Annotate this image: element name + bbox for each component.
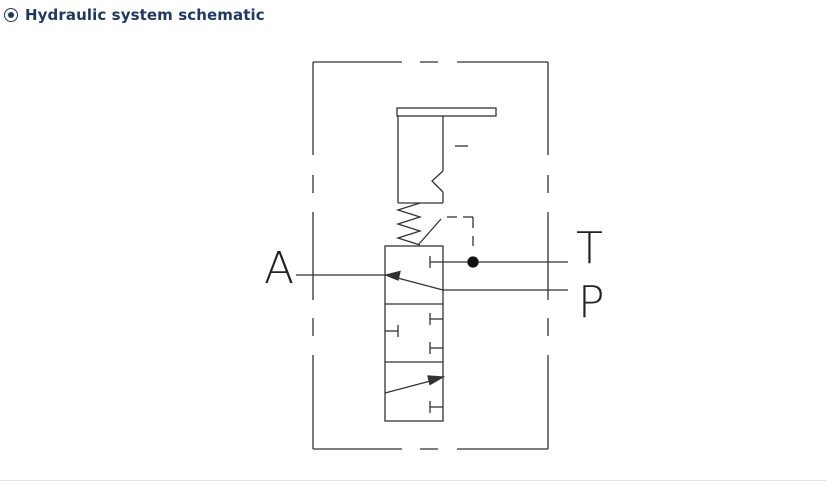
return-spring: [395, 202, 423, 246]
heading-title: Hydraulic system schematic: [25, 6, 265, 24]
bottom-divider: [0, 480, 826, 481]
radio-selected-icon[interactable]: [4, 8, 18, 22]
port-label-a: A: [264, 243, 294, 294]
solenoid-actuator: [396, 107, 497, 204]
section-heading: Hydraulic system schematic: [4, 5, 265, 25]
port-label-t: T: [576, 223, 603, 274]
valve-position-2: [385, 313, 443, 354]
valve-position-1: [383, 256, 444, 291]
junction-dot: [467, 256, 479, 268]
pilot-line: [418, 216, 474, 246]
port-label-p: P: [578, 277, 605, 328]
port-lines: [296, 261, 568, 291]
valve-body: [384, 245, 444, 422]
valve-position-3: [384, 375, 446, 413]
enclosure-boundary: [312, 61, 549, 450]
